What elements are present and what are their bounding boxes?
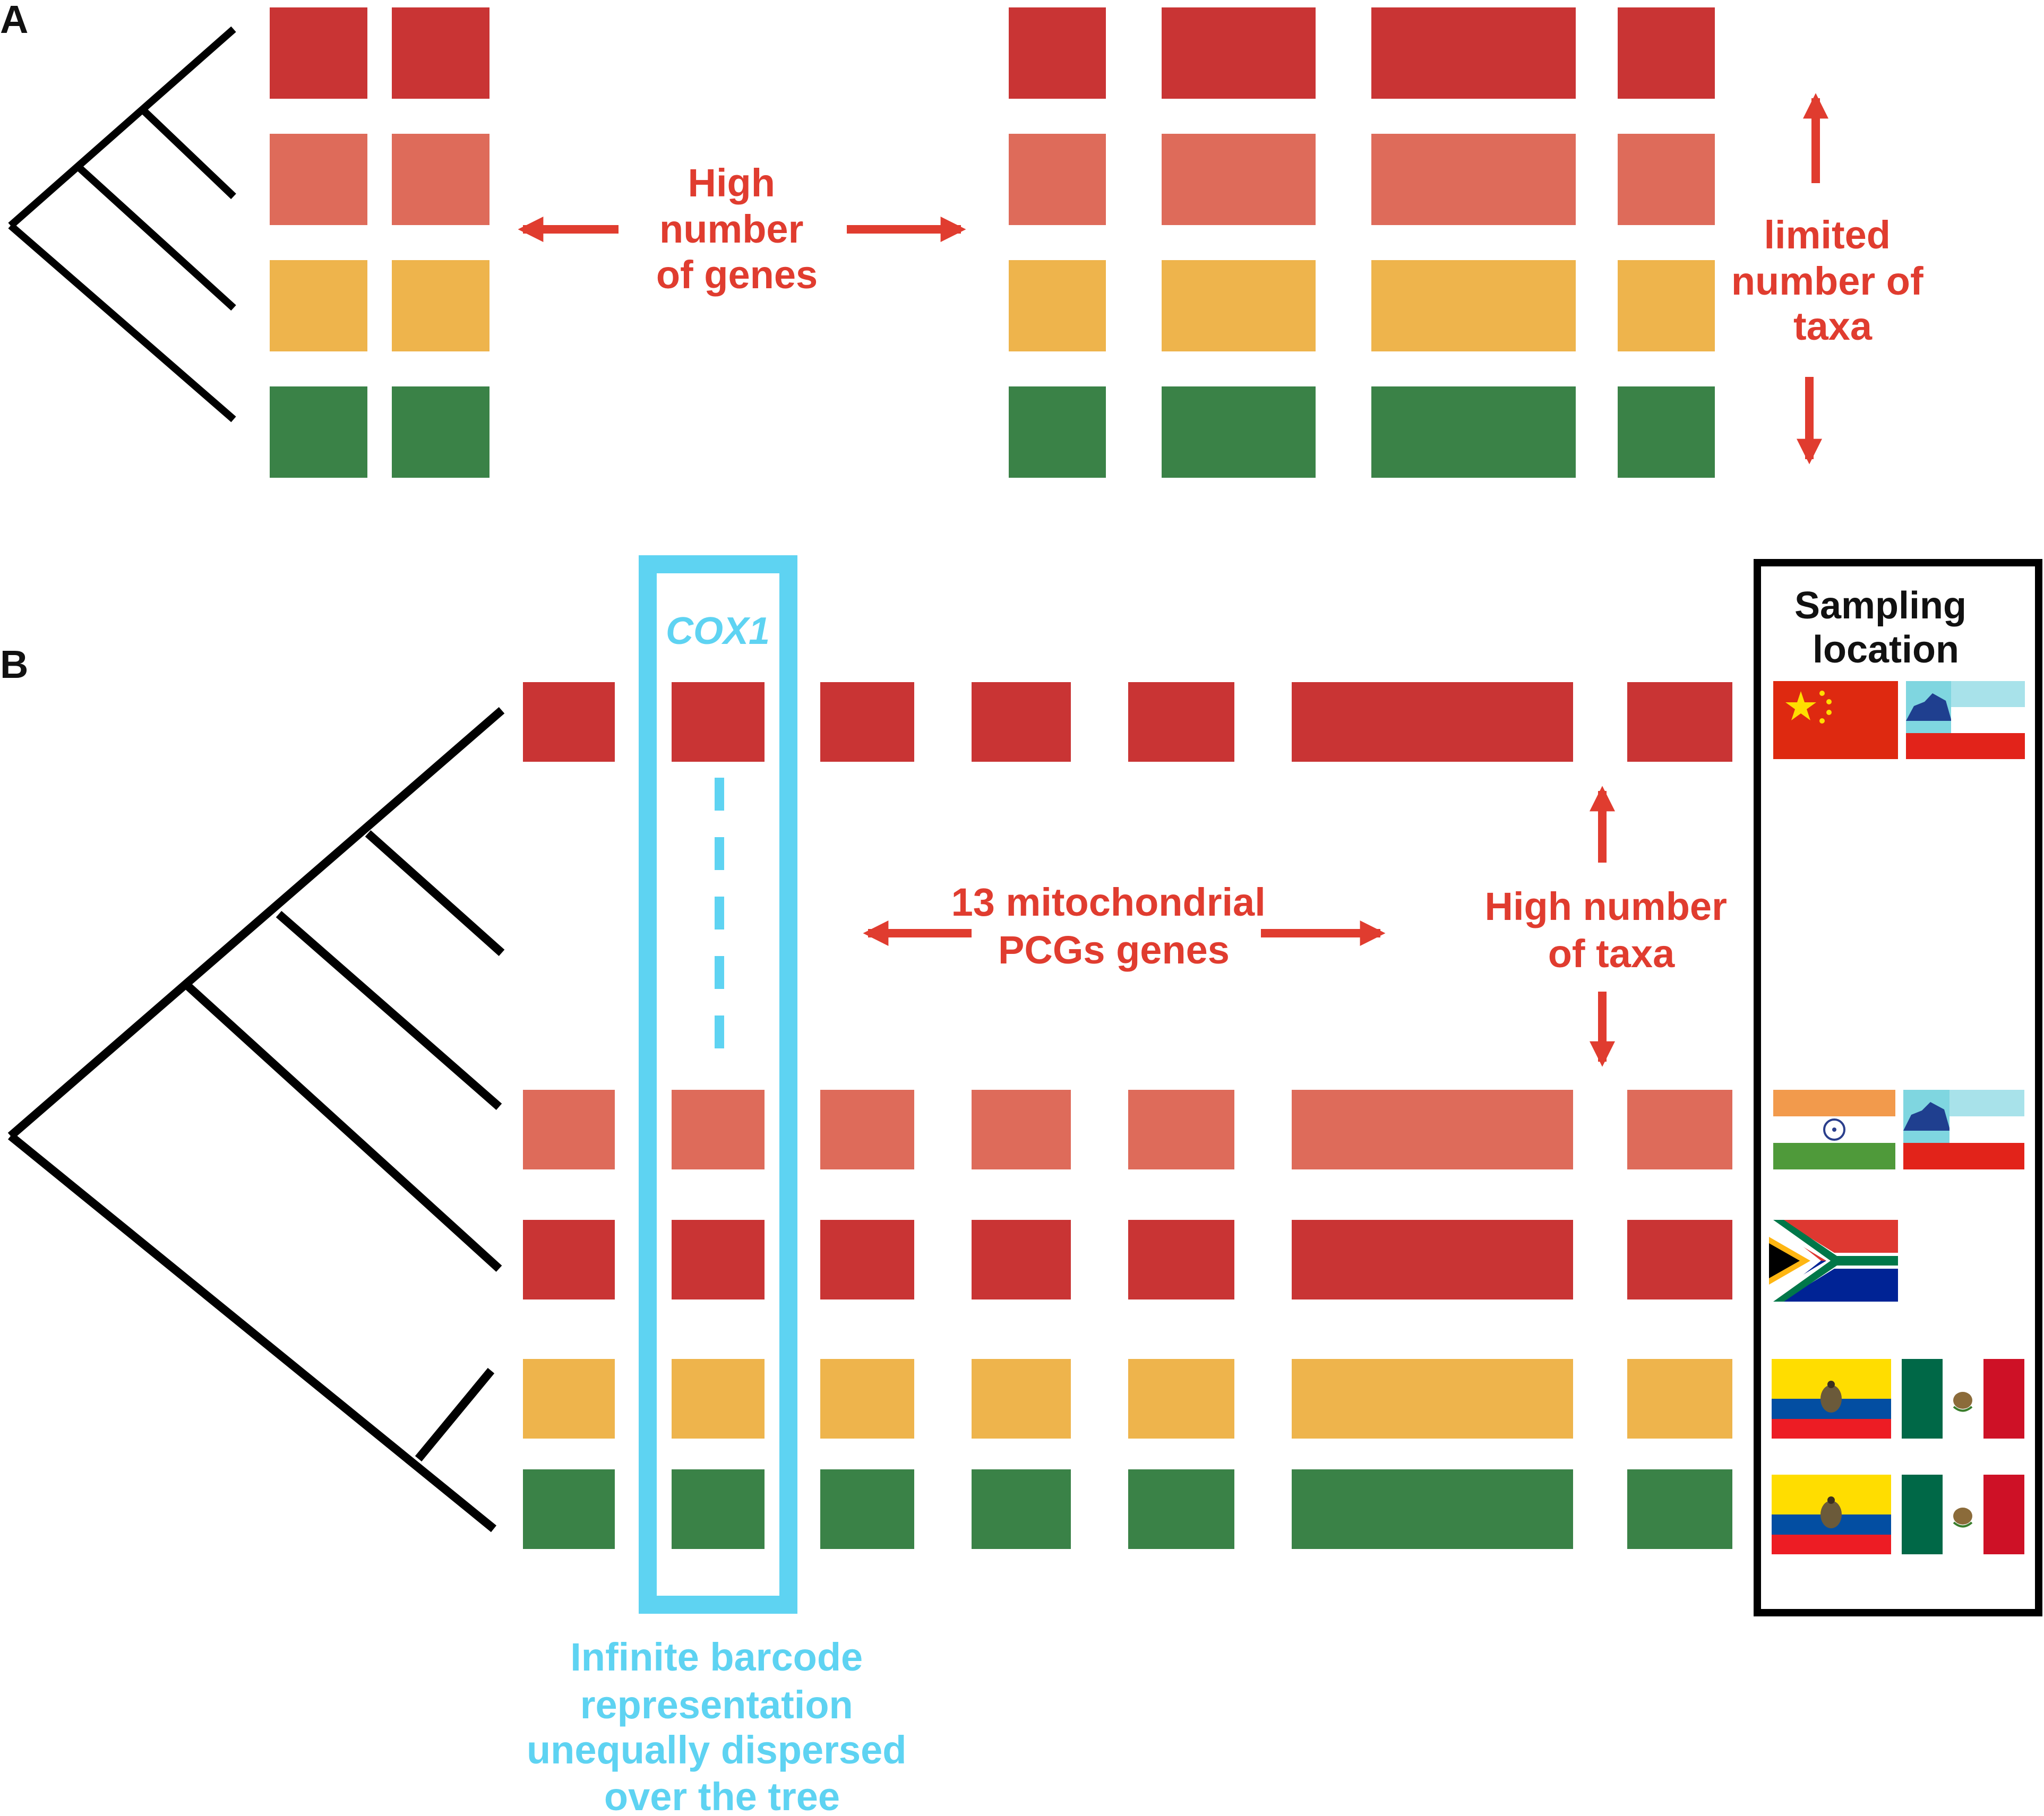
panel-a-taxa-label: limited number of taxa (1731, 213, 1934, 348)
gene-block (1128, 1090, 1234, 1169)
sampling-location-panel: Sampling location (1754, 559, 2042, 1616)
gene-block (1371, 7, 1576, 99)
gene-block (270, 386, 367, 478)
gene-block (1292, 1220, 1573, 1299)
gene-block (1292, 1090, 1573, 1169)
gene-block (820, 1469, 914, 1549)
gene-block (523, 1359, 615, 1439)
gene-block (523, 682, 615, 762)
cox1-highlight-box (639, 555, 797, 1614)
gene-block (392, 386, 489, 478)
gene-block (972, 1220, 1071, 1299)
cox1-label: COX1 (666, 610, 770, 652)
gene-block (672, 1359, 765, 1439)
gene-block (1009, 134, 1106, 225)
gene-block (820, 682, 914, 762)
gene-block (1627, 1090, 1732, 1169)
gene-block (1128, 1469, 1234, 1549)
gene-block (392, 7, 489, 99)
panel-a-genes-label: High number of genes (656, 161, 818, 297)
gene-block (1627, 1220, 1732, 1299)
panel-a-arrows (518, 93, 1828, 464)
gene-block (1128, 682, 1234, 762)
gene-block (1009, 386, 1106, 478)
gene-block (1128, 1359, 1234, 1439)
gene-block (1371, 134, 1576, 225)
gene-block (972, 1090, 1071, 1169)
gene-block (820, 1359, 914, 1439)
gene-block (1618, 260, 1715, 351)
ecuador-flag (1772, 1475, 1891, 1554)
gene-block (1009, 7, 1106, 99)
panel-b-tree (7, 707, 505, 1533)
gene-block (1618, 134, 1715, 225)
india-flag (1773, 1090, 1895, 1169)
gene-block (1371, 386, 1576, 478)
gene-block (1627, 682, 1732, 762)
panel-a-letter: A (0, 0, 28, 41)
gene-block (1009, 260, 1106, 351)
panel-b-taxa-label: High number of taxa (1485, 884, 1738, 976)
gene-block (1162, 7, 1316, 99)
panel-b-genes-label: 13 mitochondrial PCGs genes (951, 880, 1277, 972)
gene-block (1618, 7, 1715, 99)
gene-block (1292, 1359, 1573, 1439)
sabah-flag (1906, 681, 2025, 759)
panel-b-gene-blocks (523, 682, 1732, 1549)
gene-block (1618, 386, 1715, 478)
mexico-flag (1902, 1359, 2024, 1439)
gene-block (270, 7, 367, 99)
gene-block (1128, 1220, 1234, 1299)
sampling-location-title: Sampling location (1794, 584, 1977, 671)
mexico-flag (1902, 1475, 2024, 1554)
panel-a-tree (8, 26, 236, 423)
sabah-flag (1903, 1090, 2024, 1169)
gene-block (972, 682, 1071, 762)
panel-b: B (0, 555, 2042, 1816)
gene-block (392, 260, 489, 351)
china-flag (1773, 681, 1898, 759)
gene-block (1371, 260, 1576, 351)
panel-b-letter: B (0, 642, 28, 686)
gene-block (523, 1090, 615, 1169)
gene-block (972, 1469, 1071, 1549)
gene-block (392, 134, 489, 225)
gene-block (1162, 386, 1316, 478)
gene-block (672, 682, 765, 762)
gene-block (1162, 260, 1316, 351)
panel-a-gene-blocks (270, 7, 1715, 478)
gene-block (820, 1220, 914, 1299)
gene-block (972, 1359, 1071, 1439)
gene-block (820, 1090, 914, 1169)
panel-a: A (0, 0, 1934, 478)
gene-block (1627, 1359, 1732, 1439)
gene-block (270, 134, 367, 225)
gene-block (523, 1220, 615, 1299)
gene-block (1292, 682, 1573, 762)
panel-b-arrows (863, 786, 1615, 1067)
ecuador-flag (1772, 1359, 1891, 1439)
sampling-location-box (1754, 559, 2042, 1616)
gene-block (523, 1469, 615, 1549)
gene-block (1292, 1469, 1573, 1549)
gene-block (672, 1220, 765, 1299)
gene-block (270, 260, 367, 351)
gene-block (672, 1090, 765, 1169)
south-africa-flag (1769, 1220, 1898, 1302)
barcode-label: Infinite barcode representation unequall… (527, 1635, 917, 1816)
gene-block (672, 1469, 765, 1549)
gene-block (1627, 1469, 1732, 1549)
gene-block (1162, 134, 1316, 225)
